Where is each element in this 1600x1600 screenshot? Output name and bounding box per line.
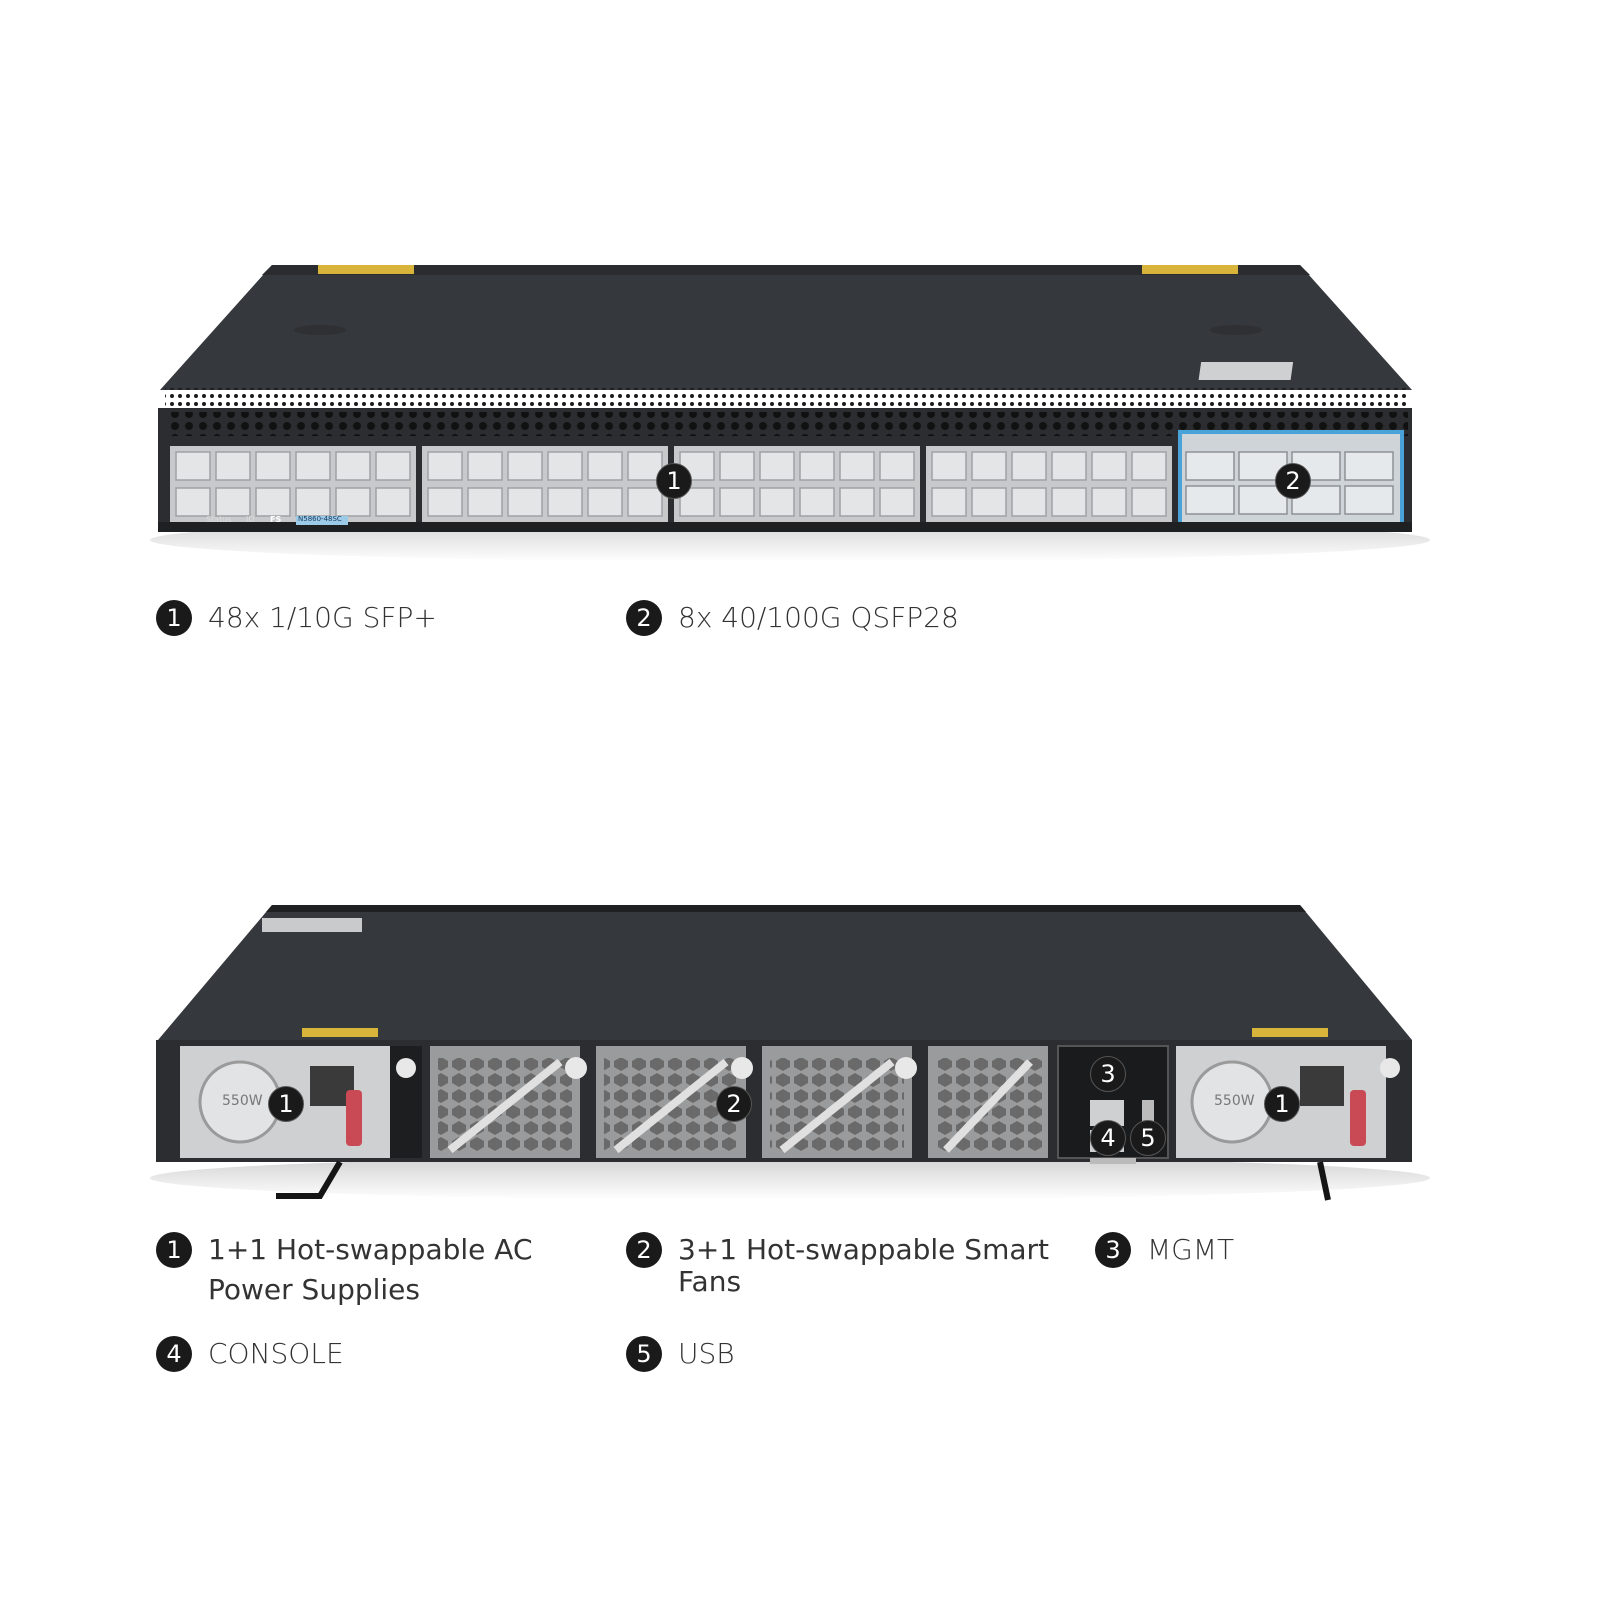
sfp-port — [1091, 487, 1127, 517]
rear-callout-3: 3 MGMT — [1095, 1232, 1234, 1268]
sfp-port — [215, 451, 251, 481]
sfp-port — [879, 487, 915, 517]
sfp-port — [587, 487, 623, 517]
sfp-port — [1011, 451, 1047, 481]
sfp-port — [1051, 451, 1087, 481]
sfp-port — [1011, 487, 1047, 517]
rear-callout-5: 5 USB — [626, 1336, 735, 1372]
rear-callout-2: 2 3+1 Hot-swappable Smart Fans — [626, 1232, 1049, 1296]
callout-number: 2 — [626, 600, 662, 636]
sfp-port — [1091, 451, 1127, 481]
sfp-port — [839, 451, 875, 481]
callout-text: USB — [678, 1337, 735, 1370]
front-warning-label-left — [318, 265, 414, 274]
sfp-port — [931, 451, 967, 481]
callout-number: 1 — [156, 600, 192, 636]
sfp-port — [375, 487, 411, 517]
sfp-port — [719, 451, 755, 481]
callout-text: MGMT — [1147, 1233, 1235, 1266]
sfp-port — [175, 487, 211, 517]
rear-badge-usb: 5 — [1130, 1120, 1166, 1156]
sfp-port — [335, 451, 371, 481]
sfp-port — [759, 451, 795, 481]
front-badge-sfp: 1 — [656, 463, 692, 499]
sfp-port — [1131, 487, 1167, 517]
sfp-port — [507, 451, 543, 481]
sfp-port-area — [170, 446, 1172, 522]
sfp-port — [255, 451, 291, 481]
rear-badge-psu-right: 1 — [1264, 1086, 1300, 1122]
callout-number: 3 — [1095, 1232, 1131, 1268]
callout-text: 8x 40/100G QSFP28 — [678, 601, 959, 634]
sfp-port — [467, 487, 503, 517]
qsfp-port — [1185, 485, 1235, 515]
sfp-port — [971, 487, 1007, 517]
sfp-port — [547, 487, 583, 517]
callout-text-line2: Fans — [678, 1265, 742, 1298]
front-top-sticker — [1198, 362, 1294, 380]
sfp-port — [1051, 487, 1087, 517]
sfp-port — [547, 451, 583, 481]
sfp-port — [1131, 451, 1167, 481]
callout-text-line1: 3+1 Hot-swappable Smart — [678, 1233, 1049, 1266]
sfp-port — [799, 451, 835, 481]
sfp-port — [627, 487, 663, 517]
sfp-port — [215, 487, 251, 517]
front-chassis-top — [160, 265, 1412, 390]
sfp-port — [931, 487, 967, 517]
sfp-port — [679, 487, 715, 517]
sfp-port — [587, 451, 623, 481]
front-id-label: ID — [246, 515, 255, 524]
rear-callout-1: 1 1+1 Hot-swappable AC Power Supplies — [156, 1232, 533, 1312]
sfp-port — [427, 451, 463, 481]
front-vent-row — [165, 412, 1175, 436]
sfp-port — [759, 487, 795, 517]
psu-left-wattage: 550W — [222, 1093, 263, 1109]
sfp-port — [255, 487, 291, 517]
front-logo: FS — [270, 515, 282, 524]
sfp-port — [971, 451, 1007, 481]
sfp-port — [295, 487, 331, 517]
front-badge-qsfp: 2 — [1275, 463, 1311, 499]
qsfp-port — [1344, 485, 1394, 515]
front-callout-2: 2 8x 40/100G QSFP28 — [626, 600, 959, 636]
callout-text-line2: Power Supplies — [208, 1273, 420, 1306]
sfp-port — [507, 487, 543, 517]
front-callout-1: 1 48x 1/10G SFP+ — [156, 600, 437, 636]
rear-badge-mgmt: 3 — [1090, 1056, 1126, 1092]
rear-callout-4: 4 CONSOLE — [156, 1336, 344, 1372]
callout-number: 1 — [156, 1232, 192, 1268]
sfp-port — [375, 451, 411, 481]
sfp-port — [839, 487, 875, 517]
sfp-port — [335, 487, 371, 517]
rear-badge-psu-left: 1 — [268, 1086, 304, 1122]
callout-number: 2 — [626, 1232, 662, 1268]
sfp-port — [879, 451, 915, 481]
sfp-port — [799, 487, 835, 517]
sfp-port — [175, 451, 211, 481]
callout-text-line1: 1+1 Hot-swappable AC — [208, 1233, 533, 1266]
front-model-label: N5860-48SC — [298, 515, 342, 523]
sfp-port — [719, 487, 755, 517]
callout-number: 4 — [156, 1336, 192, 1372]
front-status-label: Status — [206, 515, 232, 524]
front-model-tag — [296, 516, 348, 525]
qsfp-port — [1344, 451, 1394, 481]
rear-badge-fans: 2 — [716, 1086, 752, 1122]
sfp-port — [427, 487, 463, 517]
callout-text: 48x 1/10G SFP+ — [208, 601, 437, 634]
callout-text: CONSOLE — [208, 1337, 344, 1370]
rear-badge-console: 4 — [1090, 1120, 1126, 1156]
psu-right-wattage: 550W — [1214, 1093, 1255, 1109]
front-warning-label-right — [1142, 265, 1238, 274]
sfp-port — [295, 451, 331, 481]
sfp-port — [467, 451, 503, 481]
qsfp-port — [1185, 451, 1235, 481]
callout-number: 5 — [626, 1336, 662, 1372]
